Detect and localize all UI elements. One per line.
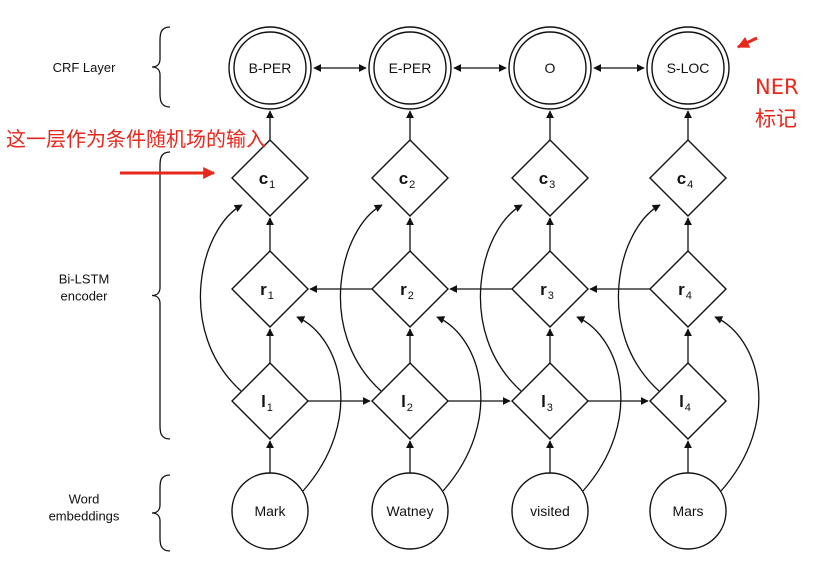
crf-input-note: 这一层作为条件随机场的输入	[6, 127, 266, 151]
l-label: l3	[541, 392, 553, 414]
l-diamond	[649, 362, 727, 440]
tag-node-2: E-PER	[368, 26, 452, 110]
edge-word-r-curve-1	[296, 316, 342, 492]
section-label-bilstm: Bi-LSTM	[59, 272, 110, 287]
r-diamond	[649, 250, 727, 328]
edge-word-r-curve-4	[714, 316, 760, 492]
bilstm-brace	[151, 151, 171, 440]
ner-note-line1: NER	[755, 75, 799, 99]
ner-arrow	[736, 36, 758, 49]
tag-label: E-PER	[389, 60, 432, 76]
l-node-1: l1	[231, 362, 309, 440]
word-circle	[371, 472, 449, 550]
emb-brace	[151, 474, 171, 552]
c-diamond	[371, 139, 449, 217]
edge-l-c-curve-4	[617, 204, 661, 392]
c-diamond	[511, 139, 589, 217]
edge-l-c-curve-1	[199, 204, 243, 392]
tag-node-1: B-PER	[228, 26, 312, 110]
word-node-2: Watney	[371, 472, 449, 550]
c-label: c1	[259, 169, 276, 191]
l-node-2: l2	[371, 362, 449, 440]
l-label: l4	[679, 392, 691, 414]
c-diamond	[231, 139, 309, 217]
tag-inner-circle	[513, 31, 587, 105]
r-diamond	[231, 250, 309, 328]
r-node-4: r4	[649, 250, 727, 328]
l-label: l1	[261, 392, 273, 414]
tag-inner-circle	[651, 31, 725, 105]
word-circle	[511, 472, 589, 550]
annotations: 这一层作为条件随机场的输入 NER 标记	[6, 36, 799, 179]
word-circle	[231, 472, 309, 550]
edge-l-c-curve-2	[339, 204, 383, 392]
c-node-4: c4	[649, 139, 727, 217]
section-braces	[151, 26, 171, 552]
l-diamond	[511, 362, 589, 440]
c-label: c4	[677, 169, 694, 191]
tag-label: O	[545, 60, 556, 76]
word-label: Mars	[672, 503, 703, 519]
tag-inner-circle	[373, 31, 447, 105]
word-label: Watney	[387, 503, 434, 519]
c-diamond	[649, 139, 727, 217]
r-label: r1	[260, 280, 274, 302]
edge-l-c-curve-3	[479, 204, 523, 392]
section-label-crf: CRF Layer	[53, 60, 117, 75]
word-node-4: Mars	[649, 472, 727, 550]
tag-node-3: O	[508, 26, 592, 110]
l-label: l2	[401, 392, 413, 414]
section-label-emb: embeddings	[49, 509, 120, 524]
word-node-1: Mark	[231, 472, 309, 550]
tag-label: B-PER	[249, 60, 292, 76]
word-circle	[649, 472, 727, 550]
l-node-4: l4	[649, 362, 727, 440]
r-node-3: r3	[511, 250, 589, 328]
c-label: c3	[539, 169, 556, 191]
section-label-emb: Word	[69, 492, 100, 507]
edge-word-r-curve-3	[576, 316, 622, 492]
c-node-3: c3	[511, 139, 589, 217]
r-diamond	[371, 250, 449, 328]
section-label-bilstm: encoder	[61, 289, 109, 304]
r-diamond	[511, 250, 589, 328]
r-node-1: r1	[231, 250, 309, 328]
edges	[199, 64, 760, 492]
l-diamond	[371, 362, 449, 440]
tag-node-4: S-LOC	[646, 26, 730, 110]
word-label: visited	[530, 503, 570, 519]
l-diamond	[231, 362, 309, 440]
r-label: r2	[400, 280, 414, 302]
word-node-3: visited	[511, 472, 589, 550]
r-label: r4	[678, 280, 692, 302]
edge-word-r-curve-2	[436, 316, 482, 492]
c-label: c2	[399, 169, 416, 191]
tag-inner-circle	[233, 31, 307, 105]
l-node-3: l3	[511, 362, 589, 440]
r-node-2: r2	[371, 250, 449, 328]
tag-label: S-LOC	[667, 60, 710, 76]
word-label: Mark	[254, 503, 286, 519]
r-label: r3	[540, 280, 554, 302]
crf-brace	[151, 26, 171, 108]
ner-note-line2: 标记	[755, 107, 797, 131]
c-node-1: c1	[231, 139, 309, 217]
c-node-2: c2	[371, 139, 449, 217]
